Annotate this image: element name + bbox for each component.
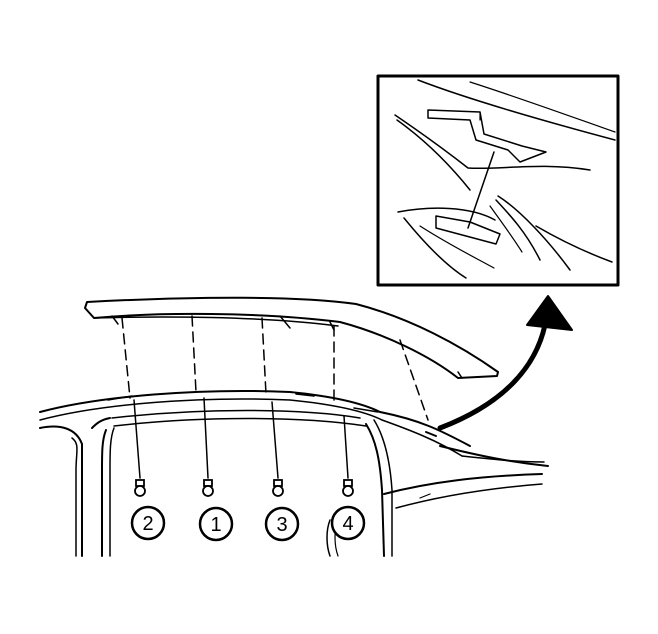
alignment-lines: [121, 315, 429, 421]
roof-molding: [84, 296, 499, 379]
vehicle-body: [39, 389, 549, 557]
callout-4: 4: [330, 505, 366, 541]
fastener-bolt-icon: [134, 479, 354, 497]
callout-1-label: 1: [210, 514, 221, 536]
callout-4-label: 4: [342, 513, 353, 535]
lead-lines: [133, 397, 349, 479]
callout-2-label: 2: [142, 513, 153, 535]
callout-3: 3: [264, 506, 300, 542]
curved-arrow-icon: [437, 295, 573, 431]
callout-3-label: 3: [276, 514, 287, 536]
callout-1: 1: [198, 506, 234, 542]
callout-2: 2: [130, 505, 166, 541]
detail-inset: [376, 74, 620, 287]
